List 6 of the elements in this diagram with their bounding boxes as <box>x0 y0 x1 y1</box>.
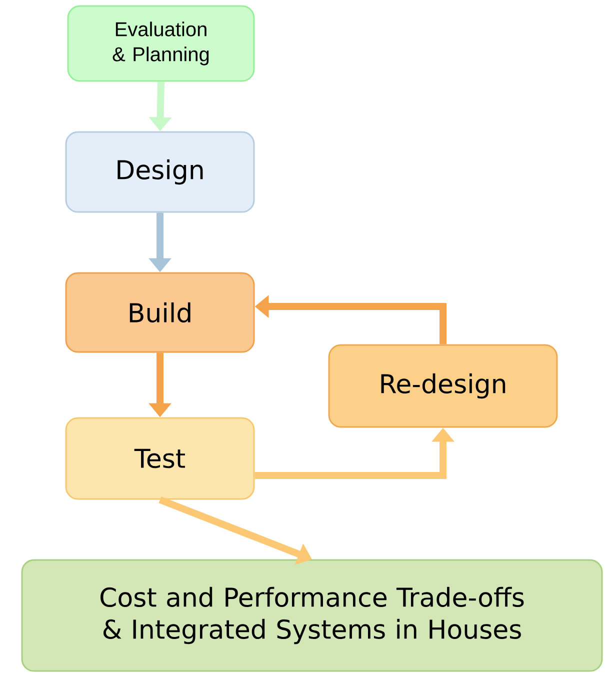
process-box: Test <box>65 417 255 500</box>
process-box: Evaluation & Planning <box>67 5 255 82</box>
process-box: Design <box>65 131 255 213</box>
process-box: Build <box>65 272 255 353</box>
outcome-box: Cost and Performance Trade-offs & Integrated Systems in Houses <box>21 559 603 672</box>
process-box: Re-design <box>328 344 558 428</box>
